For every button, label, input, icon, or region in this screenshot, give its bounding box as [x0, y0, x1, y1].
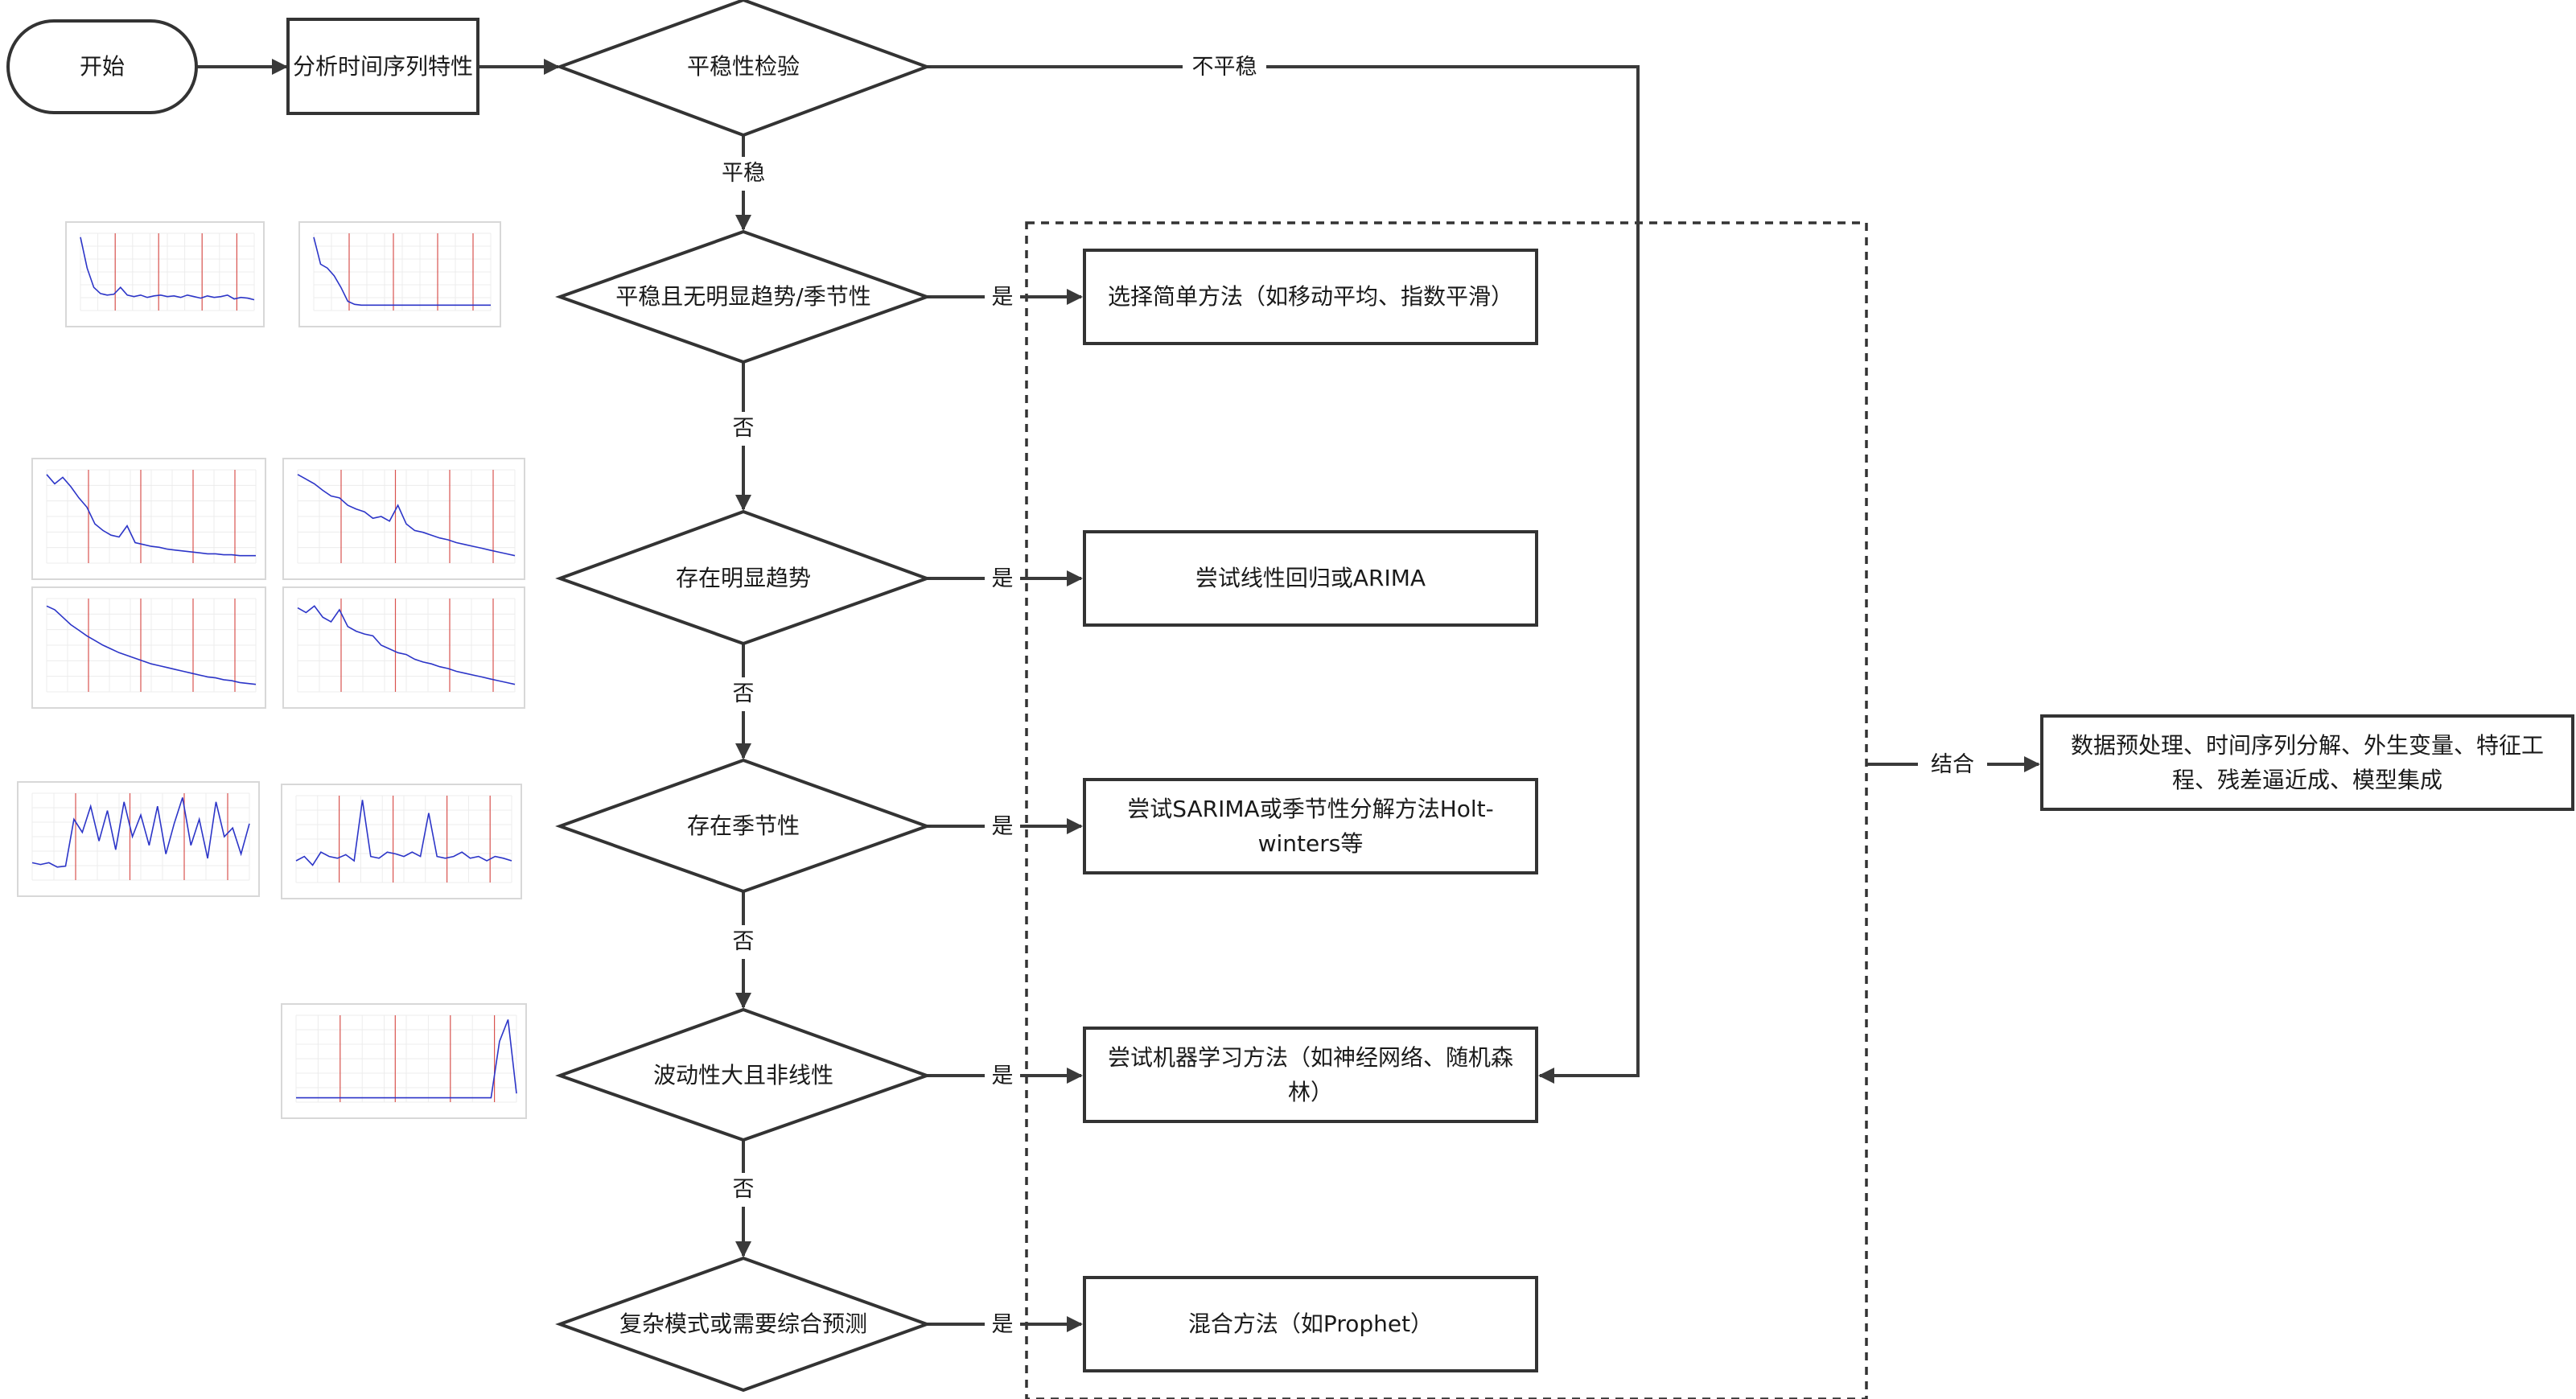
nodes — [6, 0, 2574, 1393]
hybrid-box — [1083, 1276, 1538, 1372]
decision-volatile-diamond — [555, 1007, 932, 1142]
final-box — [2040, 714, 2574, 811]
thumbnail-frame — [65, 221, 265, 327]
thumbnail-chart — [281, 784, 522, 899]
thumbnail-series-line — [31, 797, 250, 868]
thumbnail-frame — [31, 586, 266, 709]
sarima-box — [1083, 778, 1538, 874]
thumbnail-series-line — [46, 474, 256, 557]
thumbnail-chart — [281, 1003, 527, 1119]
linear-arima-box — [1083, 530, 1538, 627]
thumbnail-chart — [31, 458, 266, 580]
stationarity-test-diamond — [555, 0, 932, 138]
thumbnail-series-line — [80, 237, 255, 301]
start-node — [6, 19, 198, 114]
thumbnail-charts — [17, 221, 527, 1119]
thumbnail-chart — [282, 586, 525, 709]
thumbnail-chart — [298, 221, 501, 327]
thumbnail-frame — [281, 1003, 527, 1119]
analyze-node — [286, 18, 479, 115]
thumbnail-series-line — [295, 800, 512, 866]
thumbnail-series-line — [297, 605, 516, 685]
thumbnail-series-line — [313, 237, 491, 307]
thumbnail-series-line — [46, 605, 257, 685]
thumbnail-chart — [65, 221, 265, 327]
edge-label-backgrounds — [713, 51, 1987, 1341]
decision-no-trend-diamond — [555, 229, 932, 364]
decision-seasonal-diamond — [555, 758, 932, 894]
simple-methods-box — [1083, 249, 1538, 345]
thumbnail-chart — [282, 458, 525, 580]
methods-group-box — [1025, 221, 1868, 1399]
ml-methods-box — [1083, 1027, 1538, 1123]
edge-not-stationary — [927, 65, 1640, 1084]
thumbnail-chart — [17, 781, 260, 897]
thumbnail-chart — [31, 586, 266, 709]
thumbnail-series-line — [297, 474, 516, 557]
thumbnail-frame — [31, 458, 266, 580]
thumbnail-frame — [282, 586, 525, 709]
thumbnail-frame — [281, 784, 522, 899]
decision-trend-diamond — [555, 509, 932, 646]
decision-complex-diamond — [555, 1256, 932, 1393]
thumbnail-series-line — [296, 1019, 517, 1099]
thumbnail-frame — [17, 781, 260, 897]
